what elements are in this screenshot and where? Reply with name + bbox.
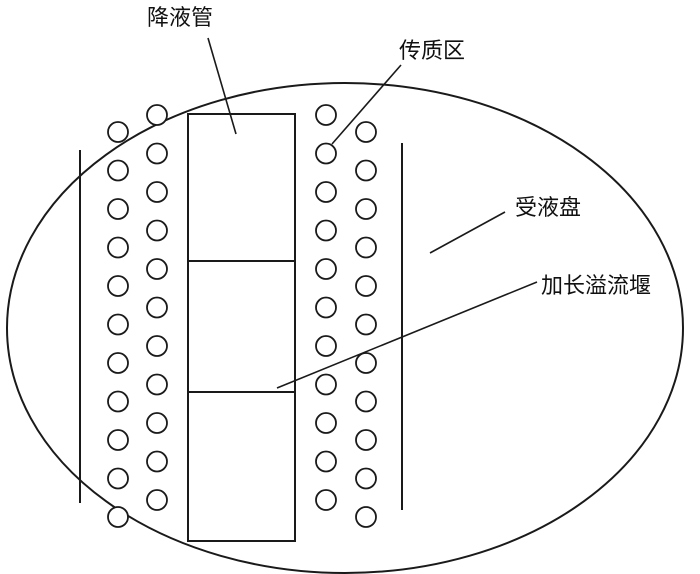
label-downcomer: 降液管 xyxy=(147,6,213,31)
label-receiving-pan: 受液盘 xyxy=(515,196,581,221)
perforation-hole xyxy=(146,373,168,396)
perforation-holes xyxy=(107,104,377,528)
perforation-hole xyxy=(315,142,337,165)
perforation-hole xyxy=(107,121,129,143)
perforation-hole xyxy=(146,258,168,280)
perforation-hole xyxy=(315,181,337,203)
perforation-hole xyxy=(355,159,377,182)
perforation-hole xyxy=(315,373,337,396)
downcomer-rect xyxy=(187,113,296,542)
perforation-hole xyxy=(315,489,337,511)
perforation-hole xyxy=(146,104,168,126)
perforation-hole xyxy=(107,198,129,220)
perforation-hole xyxy=(107,429,129,451)
perforation-hole xyxy=(146,181,168,203)
perforation-hole xyxy=(107,467,129,490)
perforation-hole xyxy=(355,236,377,259)
perforation-hole xyxy=(315,104,337,126)
perforation-hole xyxy=(355,121,377,143)
perforation-hole xyxy=(315,258,337,280)
perforation-hole xyxy=(355,390,377,413)
perforation-hole xyxy=(355,429,377,451)
perforation-hole xyxy=(107,159,129,182)
perforation-hole xyxy=(355,506,377,528)
tray-circle xyxy=(6,82,684,574)
downcomer-leader xyxy=(207,37,237,135)
label-extended-weir: 加长溢流堰 xyxy=(541,274,651,299)
perforation-hole xyxy=(315,450,337,473)
perforation-hole xyxy=(355,352,377,374)
mass-transfer-leader xyxy=(331,64,402,145)
perforation-hole xyxy=(355,198,377,220)
perforation-hole xyxy=(355,313,377,336)
perforation-hole xyxy=(107,313,129,336)
receiving-pan-leader xyxy=(429,211,506,254)
perforation-hole xyxy=(146,450,168,473)
perforation-hole xyxy=(355,467,377,490)
perforation-hole xyxy=(315,296,337,319)
perforation-hole xyxy=(107,352,129,374)
perforation-hole xyxy=(107,390,129,413)
perforation-hole xyxy=(107,506,129,528)
perforation-hole xyxy=(146,489,168,511)
perforation-hole xyxy=(146,296,168,319)
label-mass-transfer-zone: 传质区 xyxy=(399,39,465,64)
perforation-hole xyxy=(146,142,168,165)
perforation-hole xyxy=(107,236,129,259)
perforation-hole xyxy=(146,335,168,357)
perforation-hole xyxy=(315,219,337,242)
extended-weir-leader xyxy=(276,281,538,389)
perforation-hole xyxy=(107,275,129,297)
perforation-hole xyxy=(315,335,337,357)
perforation-hole xyxy=(146,412,168,434)
perforation-hole xyxy=(355,275,377,297)
perforation-hole xyxy=(315,412,337,434)
perforation-hole xyxy=(146,219,168,242)
